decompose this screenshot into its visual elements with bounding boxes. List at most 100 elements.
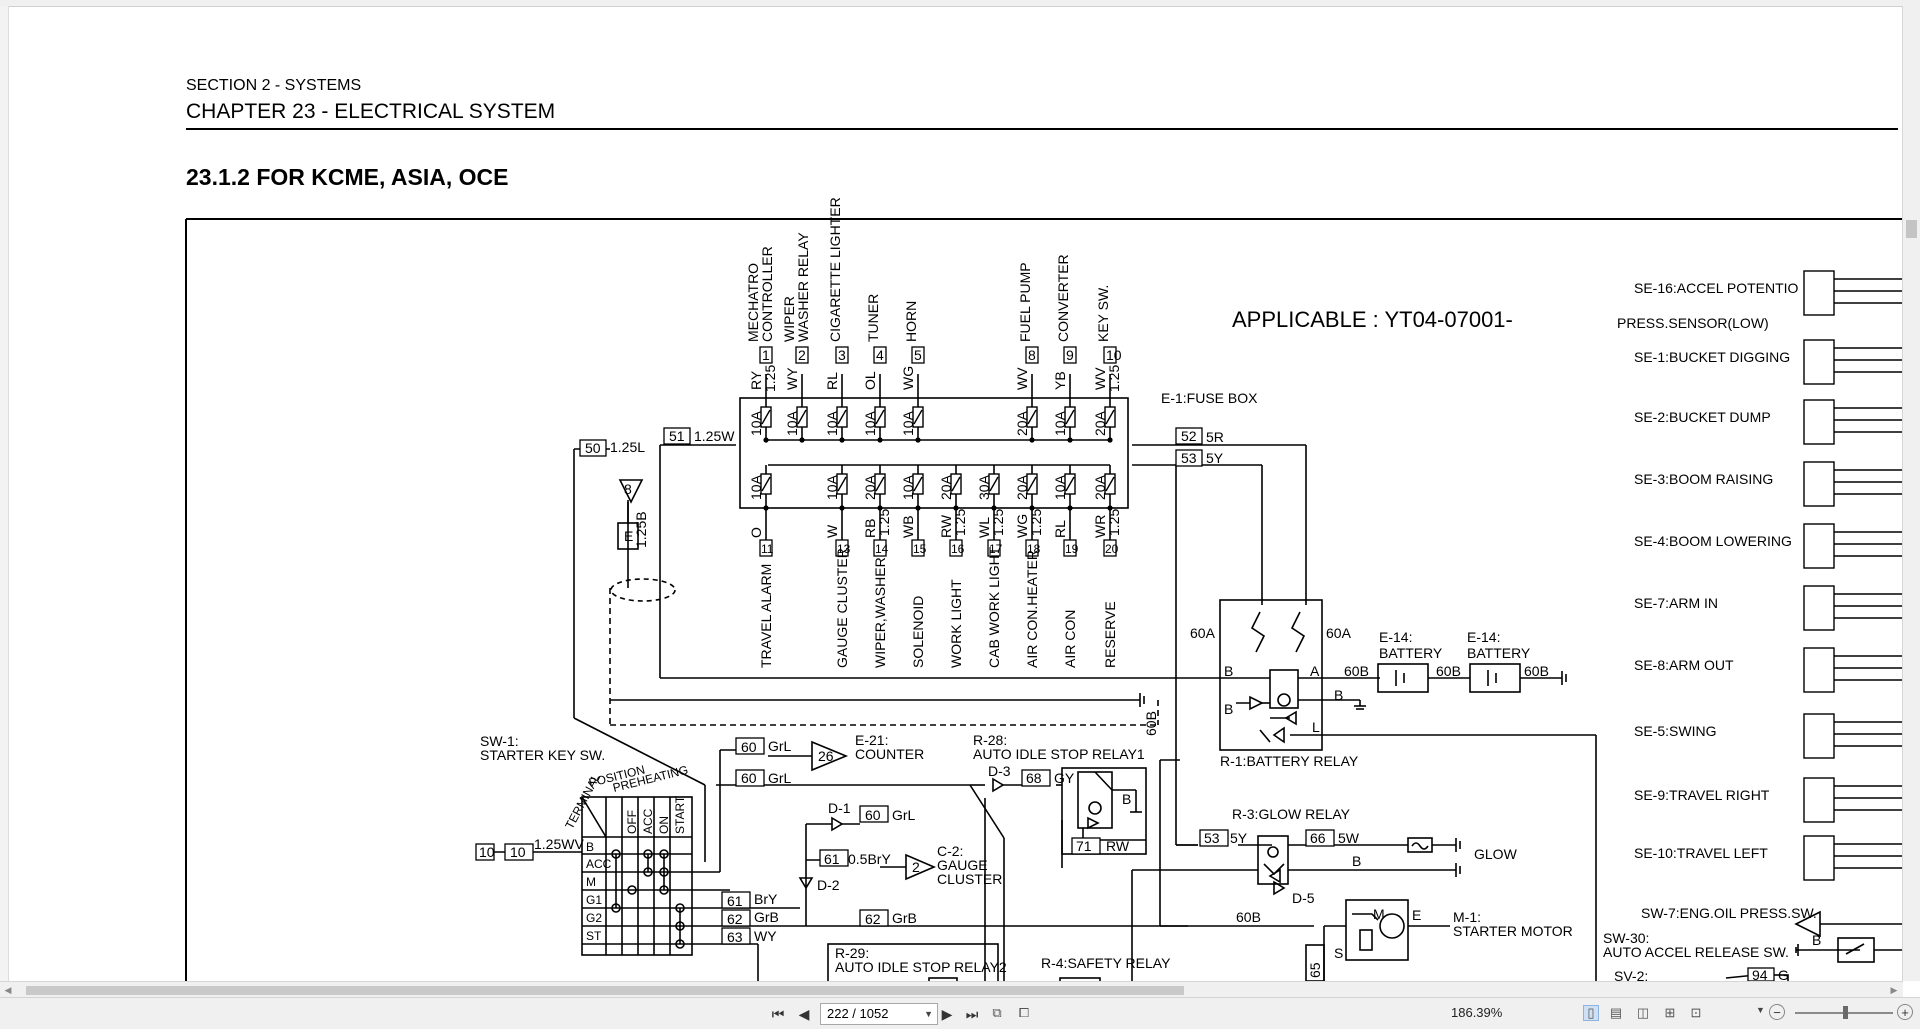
wire-51-label: 1.25W [694, 428, 735, 444]
fuse-amp: 20A [1092, 410, 1108, 436]
wire-53-num: 53 [1181, 450, 1197, 466]
m1-name: STARTER MOTOR [1453, 923, 1573, 939]
fuse-wire: WY [784, 367, 800, 390]
sensor-label: SE-1:BUCKET DIGGING [1634, 349, 1790, 365]
sw30-name: AUTO ACCEL RELEASE SW. [1603, 944, 1789, 960]
wire-94-num: 94 [1752, 967, 1768, 981]
key-row-label: G2 [586, 911, 602, 925]
d3-label: D-3 [988, 763, 1011, 779]
wire-52-num: 52 [1181, 428, 1197, 444]
d5-label: D-5 [1292, 890, 1315, 906]
zoom-in-button[interactable]: + [1897, 1004, 1913, 1020]
next-page-button[interactable]: ▶ [941, 1006, 953, 1022]
scroll-right-icon[interactable]: ▶ [1890, 985, 1898, 995]
wire-53-label: 5Y [1206, 450, 1224, 466]
fuse-wire: WG [1014, 514, 1030, 538]
sensor-label: PRESS.SENSOR(LOW) [1617, 315, 1769, 331]
fuse-load: WORK LIGHT [948, 579, 964, 668]
fuse-load: WASHER RELAY [795, 232, 811, 342]
fuse-top-num: 8 [1028, 347, 1036, 363]
fuse-wire: RW [938, 514, 954, 538]
starter-m-label: M [1373, 906, 1385, 922]
fuse-load: TRAVEL ALARM [758, 564, 774, 668]
fuse-amp: 20A [862, 474, 878, 500]
fuse-wire: O [748, 527, 764, 538]
window-top-edge [0, 0, 1920, 7]
wire-52-label: 5R [1206, 429, 1224, 445]
vertical-scrollbar[interactable] [1902, 6, 1920, 981]
relay-b3-label: B [1334, 687, 1343, 703]
wire-10-label: 1.25WV [534, 836, 584, 852]
fuse-top-num: 2 [798, 347, 806, 363]
fuse-load: FUEL PUMP [1017, 262, 1033, 342]
fuse-bottom-4 [950, 465, 962, 511]
first-page-button[interactable]: ⏮ [771, 1006, 785, 1022]
r29-name: AUTO IDLE STOP RELAY2 [835, 959, 1007, 975]
wire-50-label: 1.25L [610, 439, 645, 455]
key-row-label: M [586, 875, 596, 889]
vertical-scroll-thumb[interactable] [1906, 220, 1917, 238]
relay-l-label: L [1312, 719, 1320, 735]
fuse-bottom-row [759, 465, 1117, 557]
fuse-bottom-num: 14 [875, 542, 889, 556]
prev-page-button[interactable]: ◀ [798, 1006, 810, 1022]
fuse-load: CONVERTER [1055, 254, 1071, 342]
horizontal-scroll-thumb[interactable] [26, 986, 1184, 995]
sensor-label: SE-8:ARM OUT [1634, 657, 1734, 673]
fuse-top-5 [912, 398, 924, 443]
fuse-top-3 [836, 398, 848, 443]
sensor-label: SE-10:TRAVEL LEFT [1634, 845, 1768, 861]
wire-71-num: 71 [1076, 838, 1092, 854]
chevron-down-icon[interactable]: ▼ [924, 1009, 933, 1019]
fuse-bottom-num: 11 [761, 542, 774, 556]
wire-26-label: 26 [818, 748, 834, 764]
wire-60b-2: 60B [1436, 663, 1461, 679]
key-row-label: G1 [586, 893, 602, 907]
fuse-bottom-7 [1064, 465, 1076, 511]
r28-name: AUTO IDLE STOP RELAY1 [973, 746, 1145, 762]
fuse-bottom-num: 15 [913, 542, 927, 556]
fuse-top-num: 1 [762, 347, 770, 363]
fuse-size: 1.25 [1106, 365, 1122, 392]
fit-view-icon[interactable]: ⊡ [1690, 1005, 1702, 1020]
wire-60b-5: 60B [1236, 909, 1261, 925]
sensor-label: SE-5:SWING [1634, 723, 1716, 739]
battery2-id: E-14: [1467, 629, 1500, 645]
fuse-amp: 30A [976, 474, 992, 500]
zoom-dropdown-icon[interactable]: ▼ [1756, 1005, 1765, 1015]
page-number-field[interactable]: 222 / 1052 ▼ [820, 1003, 938, 1025]
fuse-size: 1.25 [952, 509, 968, 536]
sensor-label: SE-9:TRAVEL RIGHT [1634, 787, 1770, 803]
zoom-slider-knob[interactable] [1843, 1006, 1848, 1019]
continuous-view-icon[interactable]: ▤ [1609, 1005, 1623, 1020]
fuse-size: 1.25 [876, 509, 892, 536]
facing-view-icon[interactable]: ◫ [1636, 1005, 1650, 1020]
relay-60a-right: 60A [1326, 625, 1352, 641]
last-page-button[interactable]: ⏭ [965, 1006, 979, 1022]
fuse-top-num: 5 [914, 347, 922, 363]
fuse-load: TUNER [865, 294, 881, 342]
fuse-bottom-num: 18 [1027, 542, 1041, 556]
scroll-left-icon[interactable]: ◀ [4, 985, 12, 995]
fuse-amp: 10A [900, 410, 916, 436]
wire-2-label: 2 [912, 859, 920, 875]
continuous-facing-view-icon[interactable]: ⊞ [1664, 1005, 1676, 1020]
paste-page-icon[interactable]: ⧠ [1018, 1005, 1030, 1020]
fuse-wire: RL [1052, 520, 1068, 538]
fuse-amp: 10A [824, 474, 840, 500]
fuse-amp: 10A [824, 410, 840, 436]
zoom-out-button[interactable]: − [1769, 1004, 1785, 1020]
fuse-wire: RL [824, 372, 840, 390]
sw1-id: SW-1: [480, 733, 519, 749]
fuse-size: 1.25 [1028, 509, 1044, 536]
horizontal-scrollbar[interactable]: ◀ ▶ [0, 981, 1903, 998]
zoom-slider[interactable] [1795, 1006, 1893, 1019]
wire-125b-label: 1.25B [633, 511, 649, 548]
wire-8-label: 8 [624, 481, 632, 497]
sensor-label: SE-3:BOOM RAISING [1634, 471, 1773, 487]
single-page-view-icon[interactable]: ▯ [1583, 1005, 1599, 1021]
fuse-wire: OL [862, 371, 878, 390]
copy-page-icon[interactable]: ⧉ [992, 1005, 1002, 1020]
key-col-label: OFF [625, 810, 639, 834]
fuse-amp: 20A [1092, 474, 1108, 500]
